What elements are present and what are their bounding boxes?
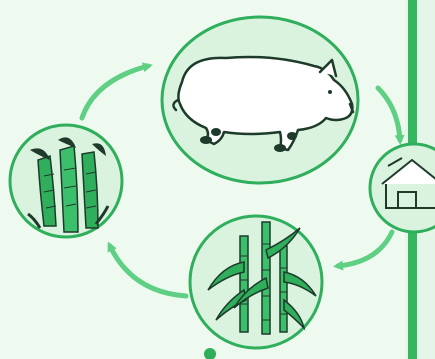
arrow-corn-ears-to-pig — [82, 66, 148, 118]
arrow-corn-stalks-to-corn-ears — [110, 246, 186, 296]
arrow-shelter-to-corn-stalks — [338, 232, 392, 266]
node-pig — [162, 17, 358, 183]
arrow-pig-to-shelter — [378, 88, 400, 140]
node-shelter — [370, 144, 435, 232]
node-corn-ears — [10, 125, 122, 237]
node-corn-stalks — [190, 216, 322, 348]
bottom-dot — [204, 348, 216, 359]
